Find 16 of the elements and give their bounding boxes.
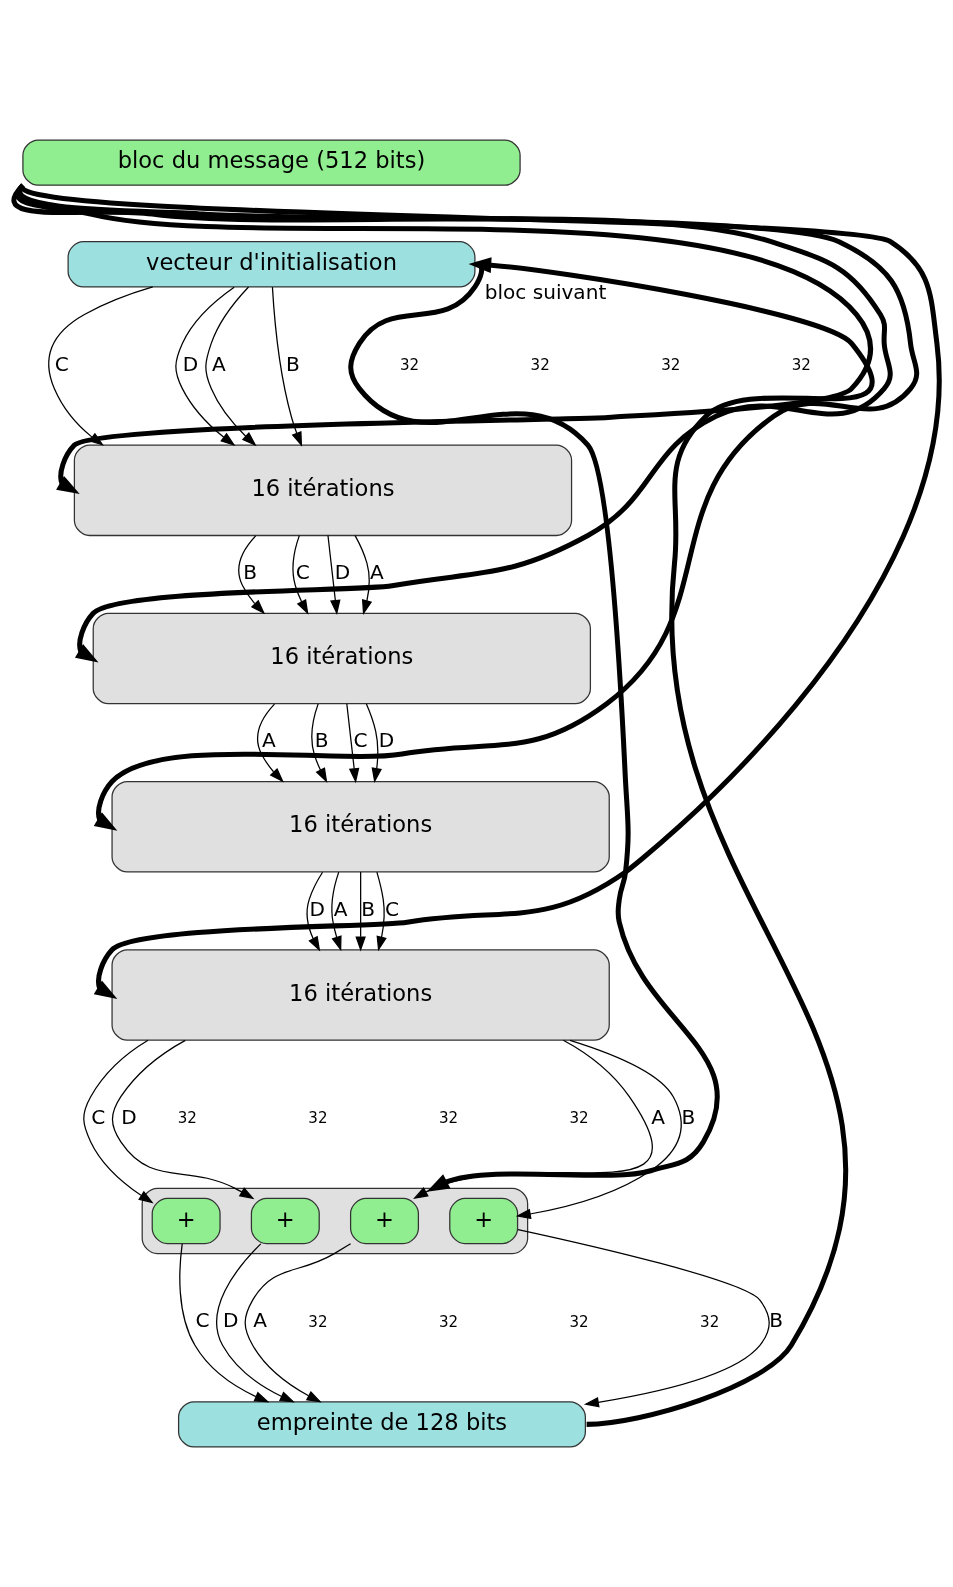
edge-label: A xyxy=(253,1308,268,1333)
label: 32 xyxy=(438,1109,459,1128)
edge-label: C xyxy=(91,1105,106,1130)
edge-label: B xyxy=(681,1105,696,1130)
edge-label: D xyxy=(222,1308,239,1333)
label: 32 xyxy=(177,1109,197,1128)
label: 32 xyxy=(308,1312,328,1331)
edge-label: C xyxy=(195,1308,210,1333)
label: 32 xyxy=(569,1109,589,1128)
edge-label: D xyxy=(121,1105,137,1130)
edge-label: A xyxy=(651,1105,666,1130)
label: 32 xyxy=(438,1312,459,1331)
label: 32 xyxy=(308,1109,328,1128)
edge-label: B xyxy=(769,1308,784,1333)
label: 32 xyxy=(569,1312,589,1331)
label: 32 xyxy=(700,1312,720,1331)
